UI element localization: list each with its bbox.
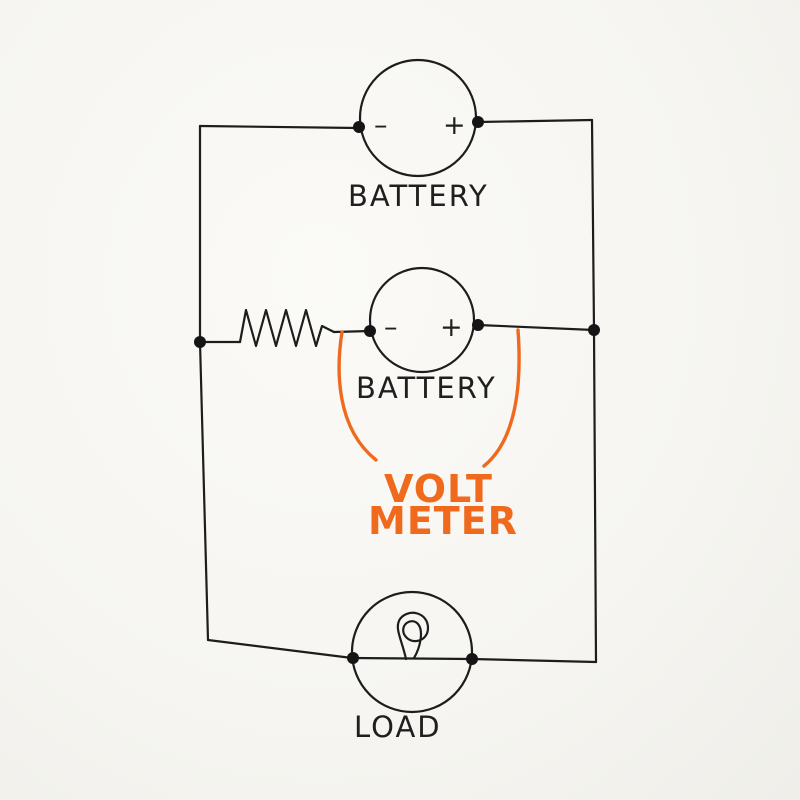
voltmeter-lead-left bbox=[337, 330, 378, 462]
voltmeter-label-line1: VOLT bbox=[384, 467, 493, 511]
bottom-wire-right bbox=[470, 657, 598, 664]
left-wire bbox=[198, 124, 210, 642]
load-filament bbox=[350, 656, 474, 661]
top-wire-left bbox=[198, 124, 360, 130]
load-left-terminal bbox=[347, 652, 359, 664]
middle-battery-positive-terminal bbox=[472, 319, 484, 331]
middle-wire-resistor-to-battery bbox=[332, 329, 372, 334]
left-junction bbox=[194, 336, 206, 348]
middle-battery-minus-sign: – bbox=[384, 312, 398, 343]
bottom-wire-left bbox=[206, 638, 354, 660]
top-battery-positive-terminal bbox=[472, 116, 484, 128]
top-battery-minus-sign: – bbox=[374, 110, 388, 141]
load-label: LOAD bbox=[354, 710, 442, 744]
middle-battery-plus-sign: + bbox=[440, 312, 463, 343]
middle-wire-right bbox=[476, 323, 596, 332]
voltmeter-label-line2: METER bbox=[368, 499, 518, 543]
resistor-icon bbox=[238, 308, 336, 348]
right-junction bbox=[588, 324, 600, 336]
right-wire bbox=[590, 118, 598, 664]
top-battery-plus-sign: + bbox=[443, 110, 466, 141]
load-bulb-icon bbox=[350, 590, 474, 714]
top-battery-negative-terminal bbox=[353, 121, 365, 133]
voltmeter-lead-right bbox=[482, 328, 521, 468]
middle-battery-icon bbox=[368, 266, 476, 374]
top-wire-right bbox=[476, 118, 594, 124]
load-right-terminal bbox=[466, 653, 478, 665]
load-filament-coil-icon bbox=[396, 611, 430, 661]
middle-battery-label: BATTERY bbox=[356, 371, 497, 405]
middle-battery-negative-terminal bbox=[364, 325, 376, 337]
top-battery-label: BATTERY bbox=[348, 179, 489, 213]
